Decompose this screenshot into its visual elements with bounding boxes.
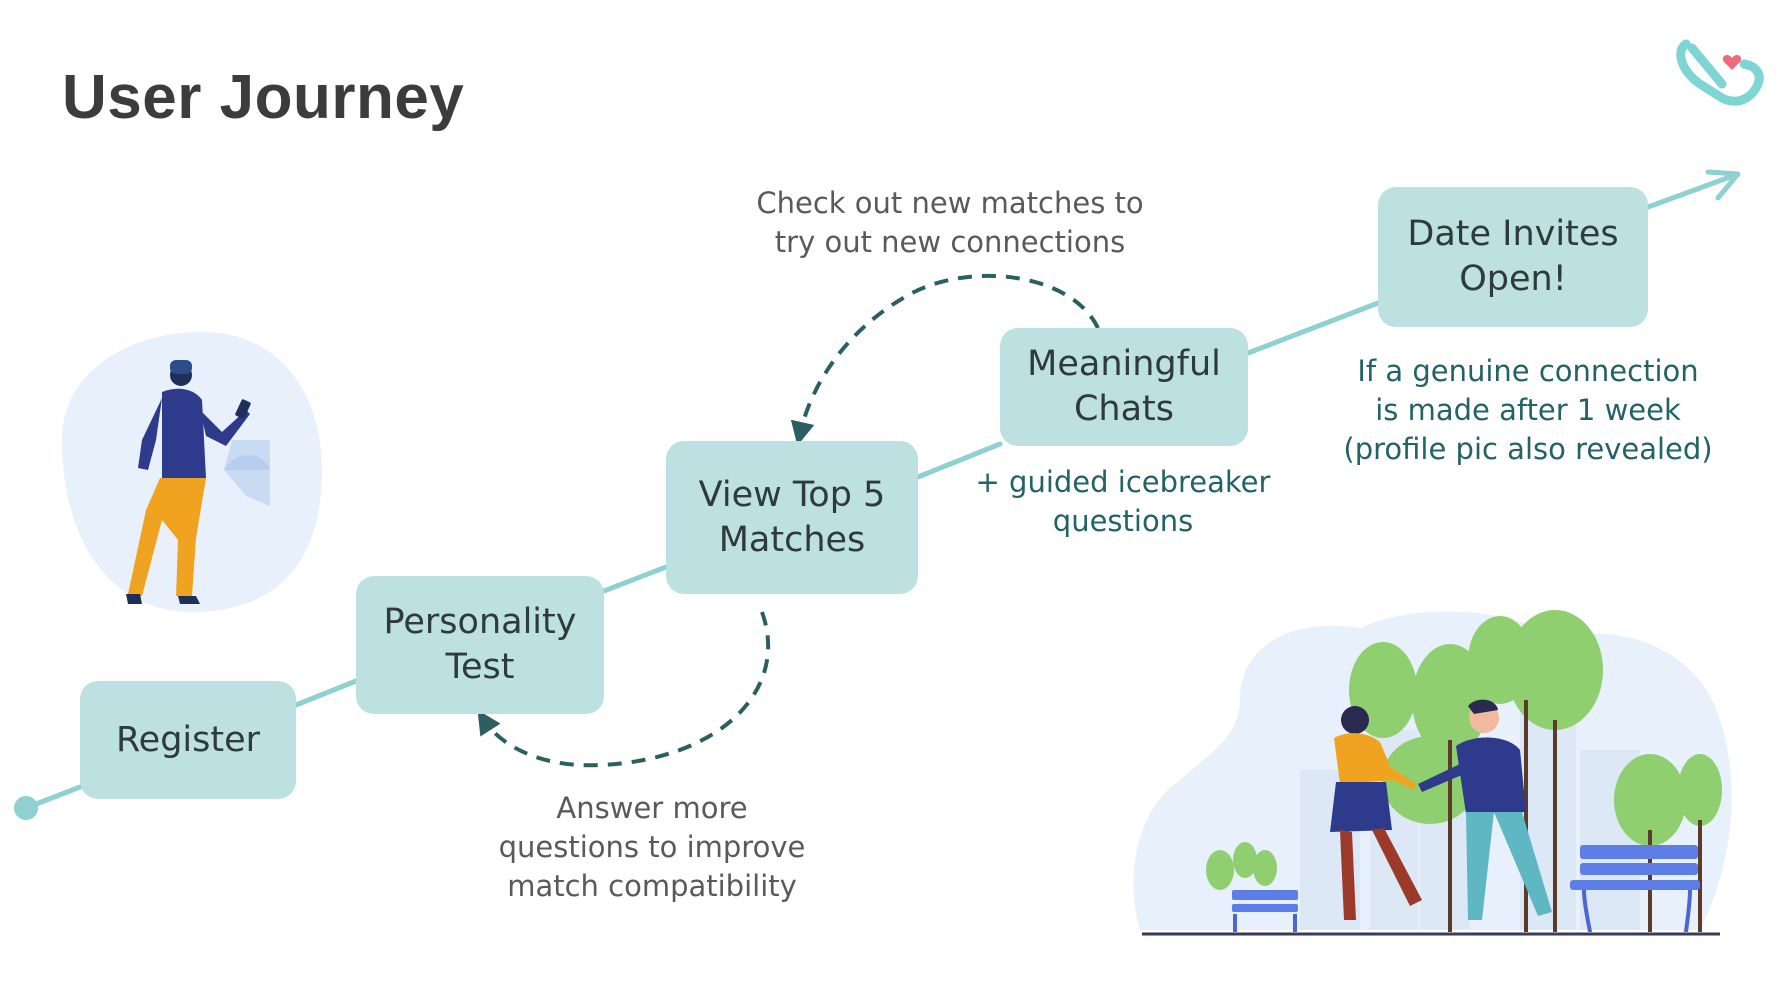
- page-title: User Journey: [62, 63, 465, 132]
- loop-arrow-answer-more: [477, 611, 771, 768]
- stage-meaningful-chats: Meaningful Chats: [1000, 328, 1248, 446]
- journey-end-arrowhead: [1705, 169, 1741, 201]
- note-answer-more-questions: Answer more questions to improve match c…: [498, 791, 806, 903]
- note-guided-icebreaker: + guided icebreaker questions: [975, 465, 1271, 538]
- stage-view-top-5-matches: View Top 5 Matches: [666, 441, 918, 594]
- note-genuine-connection: If a genuine connection is made after 1 …: [1343, 354, 1713, 466]
- stage-date-invites-open: Date Invites Open!: [1378, 187, 1648, 327]
- stage-personality-test: Personality Test: [356, 576, 604, 714]
- stage-register: Register: [80, 681, 296, 799]
- journey-start-dot: [14, 796, 38, 820]
- loop-arrow-new-matches: [790, 273, 1100, 446]
- note-check-new-matches: Check out new matches to try out new con…: [756, 186, 1144, 259]
